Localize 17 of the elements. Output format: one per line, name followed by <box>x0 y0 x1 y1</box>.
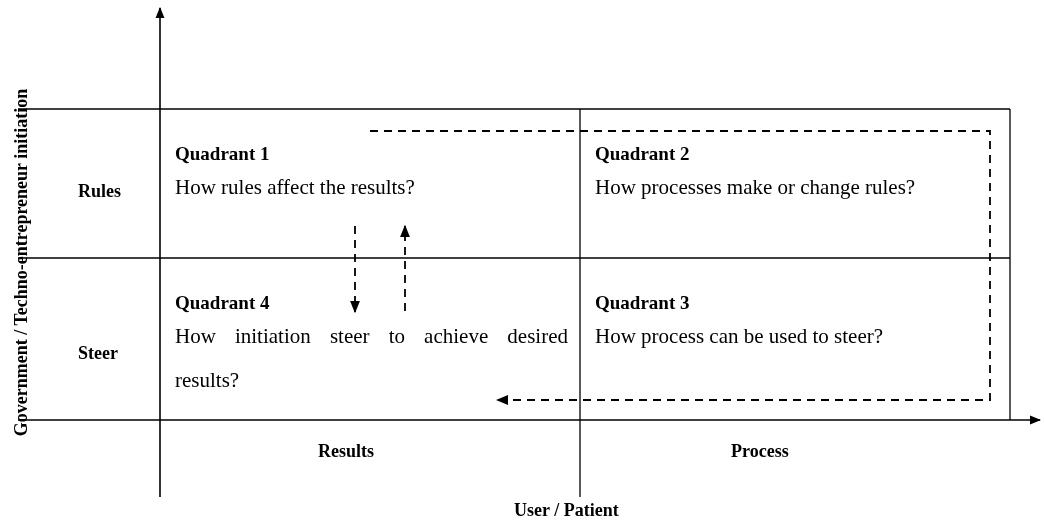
quadrant-heading: Quadrant 1 <box>175 143 270 165</box>
column-label: Results <box>318 441 374 462</box>
quadrant-question: How processes make or change rules? <box>595 174 917 201</box>
row-label: Rules <box>78 181 121 202</box>
row-label: Steer <box>78 343 118 364</box>
column-label: Process <box>731 441 789 462</box>
quadrant-question: How process can be used to steer? <box>595 323 885 350</box>
axis-title: Government / Techno-entrepreneur initiation <box>11 88 33 436</box>
dashed-arrow <box>369 130 991 406</box>
quadrant-heading: Quadrant 4 <box>175 292 270 314</box>
quadrant-question: How rules affect the results? <box>175 174 416 201</box>
quadrant-heading: Quadrant 3 <box>595 292 690 314</box>
axis-title: User / Patient <box>514 500 619 521</box>
quadrant-heading: Quadrant 2 <box>595 143 690 165</box>
dashed-arrow <box>349 225 361 314</box>
quadrant-question: How initiation steer to achieve desired results? <box>175 323 568 394</box>
dashed-arrow <box>399 224 411 312</box>
